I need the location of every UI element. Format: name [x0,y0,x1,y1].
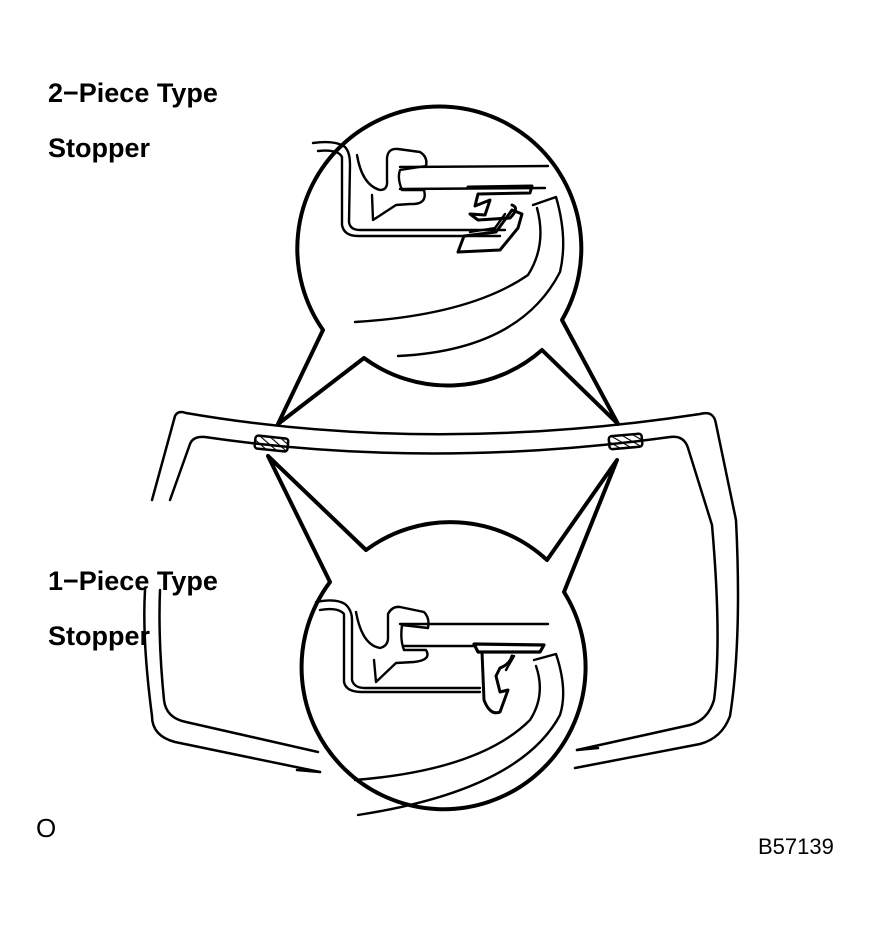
windshield-outline [143,410,740,774]
callout-2-piece [276,104,620,426]
callout-1-piece [266,454,619,817]
stopper-marker-left [253,434,290,453]
callout-2-piece-type-label: 2−Piece Type [48,78,218,108]
figure-code: B57139 [758,834,834,859]
corner-mark: O [36,813,57,843]
callout-1-piece-part-label: Stopper [48,621,151,651]
callout-2-piece-part-label: Stopper [48,133,151,163]
callout-1-piece-type-label: 1−Piece Type [48,566,218,596]
stopper-marker-right [607,432,644,451]
